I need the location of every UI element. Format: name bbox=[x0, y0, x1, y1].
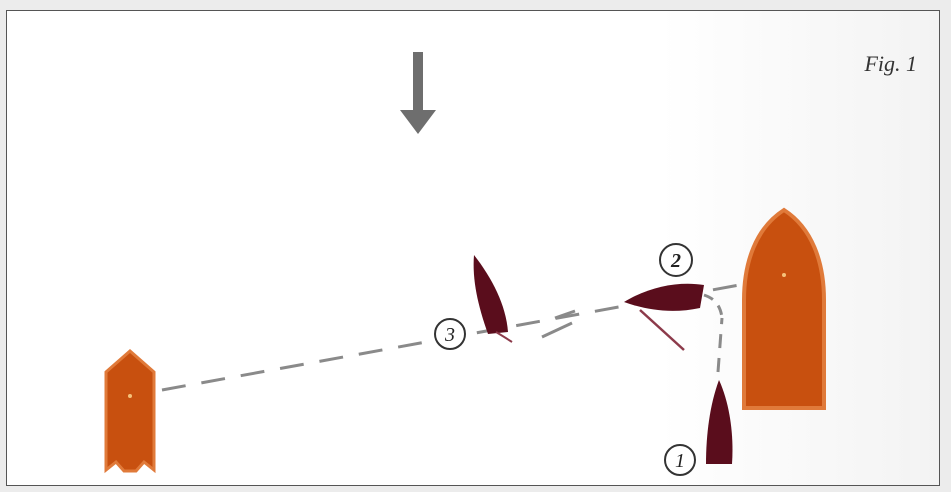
marker-1-label: 1 bbox=[675, 450, 685, 472]
marker-3: 3 bbox=[434, 318, 466, 350]
sailboat-2 bbox=[624, 283, 704, 351]
marker-3-label: 3 bbox=[444, 324, 455, 346]
committee-boat bbox=[742, 207, 826, 410]
wind-direction-arrow-icon bbox=[400, 52, 436, 134]
marker-1: 1 bbox=[664, 444, 696, 476]
path-boat1-to-boat2 bbox=[716, 317, 724, 373]
marker-2-label: 2 bbox=[670, 250, 681, 272]
marker-2: 2 bbox=[659, 243, 693, 277]
figure-label: Fig. 1 bbox=[864, 51, 917, 76]
pin-end-boat bbox=[104, 349, 156, 474]
path-boat2-to-boat3-b bbox=[554, 309, 576, 320]
path-boat2-to-boat3 bbox=[541, 321, 573, 339]
path-curve-boat2 bbox=[703, 293, 724, 319]
sailboat-3 bbox=[473, 255, 513, 343]
sailboat-1 bbox=[706, 380, 733, 464]
